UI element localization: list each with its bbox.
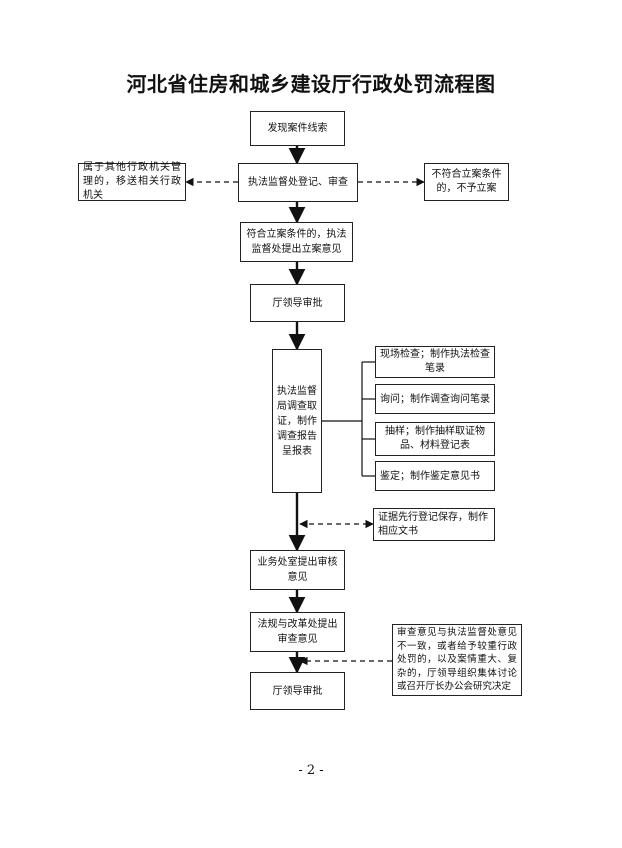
node-not-qualified: 不符合立案条件的，不予立案 — [424, 163, 509, 201]
node-qualified: 符合立案条件的，执法监督处提出立案意见 — [240, 222, 353, 262]
node-inquiry: 询问；制作调查询问笔录 — [375, 384, 495, 414]
node-sampling: 抽样；制作抽样取证物品、材料登记表 — [375, 422, 495, 456]
node-onsite: 现场检查；制作执法检查笔录 — [375, 346, 495, 378]
node-approve-1: 厅领导审批 — [250, 284, 345, 322]
node-legal: 法规与改革处提出审查意见 — [250, 612, 345, 652]
node-investigate: 执法监督局调查取证，制作调查报告呈报表 — [272, 349, 322, 493]
node-discover: 发现案件线索 — [250, 111, 345, 146]
node-approve-2: 厅领导审批 — [250, 672, 345, 710]
node-appraisal: 鉴定；制作鉴定意见书 — [375, 461, 495, 491]
page-number: - 2 - — [298, 763, 324, 778]
node-transfer: 属于其他行政机关管理的，移送相关行政机关 — [78, 162, 186, 201]
node-register: 执法监督处登记、审查 — [238, 163, 358, 202]
page-title: 河北省住房和城乡建设厅行政处罚流程图 — [126, 72, 496, 96]
node-preserve: 证据先行登记保存，制作相应文书 — [373, 508, 495, 541]
node-review: 业务处室提出审核意见 — [250, 550, 345, 590]
node-collective: 审查意见与执法监督处意见不一致，或者给予较重行政处罚的，以及案情重大、复杂的，厅… — [392, 624, 522, 696]
